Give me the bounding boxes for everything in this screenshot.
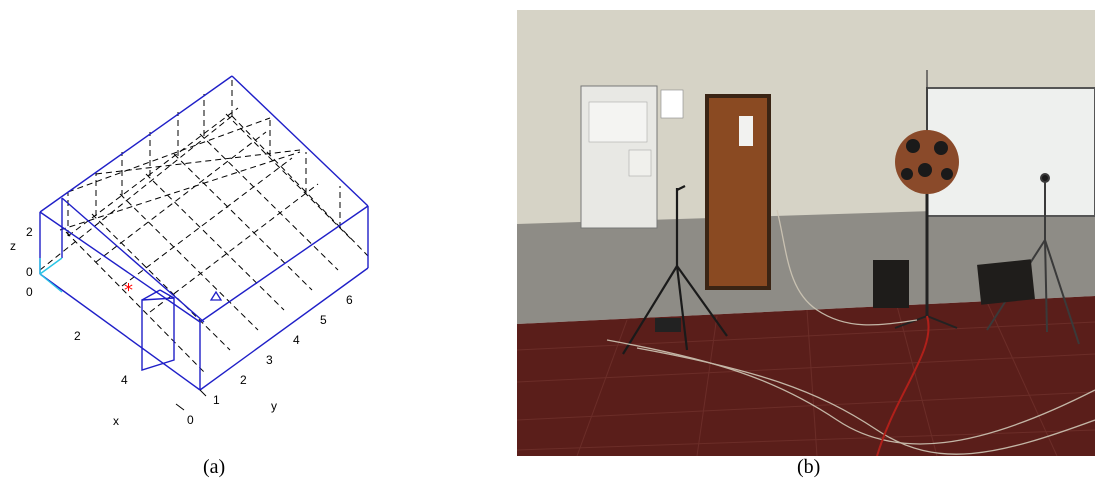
y-tick-5: 5: [320, 313, 327, 327]
x-axis-label: x: [113, 414, 119, 428]
x-tick-0: 0: [26, 285, 33, 299]
door: [709, 98, 767, 286]
y-tick-6: 6: [346, 293, 353, 307]
room-diagram: * 0 2 z 0 2 4 x 0 1 2 3 4 5 6 y: [10, 75, 369, 428]
z-tick-0: 0: [26, 265, 33, 279]
notice-paper: [588, 101, 648, 143]
y-axis-label: y: [271, 399, 277, 413]
tick-marks: [175, 389, 207, 411]
red-cable: [876, 315, 930, 456]
left-microphone-tripod: [622, 185, 728, 355]
amplifier: [977, 259, 1035, 305]
floor-cables: [606, 209, 1095, 455]
y-tick-4: 4: [293, 333, 300, 347]
x-tick-2: 2: [74, 329, 81, 343]
z-tick-2: 2: [26, 225, 33, 239]
notice-sign: [660, 89, 684, 119]
small-speaker: [873, 260, 909, 308]
grid-lines: [39, 76, 369, 373]
y-tick-3: 3: [266, 353, 273, 367]
room-box: [39, 75, 369, 391]
y-tick-0: 0: [187, 413, 194, 427]
door-paper: [739, 116, 753, 146]
y-tick-1: 1: [213, 393, 220, 407]
notice-paper-2: [628, 149, 652, 177]
z-axis-label: z: [10, 239, 16, 253]
x-tick-4: 4: [121, 373, 128, 387]
room-photo: [517, 10, 1095, 456]
origin-axes: [39, 257, 63, 293]
caption-b: (b): [797, 456, 821, 478]
dodecahedron-speaker: [894, 70, 959, 329]
floor-tiles: [517, 301, 1095, 456]
floor: [517, 296, 1095, 456]
lower-wall: [517, 206, 1095, 324]
receiver-triangle-icon: [209, 290, 223, 301]
y-tick-2: 2: [240, 373, 247, 387]
caption-a: (a): [203, 456, 226, 478]
source-marker: *: [124, 280, 133, 301]
